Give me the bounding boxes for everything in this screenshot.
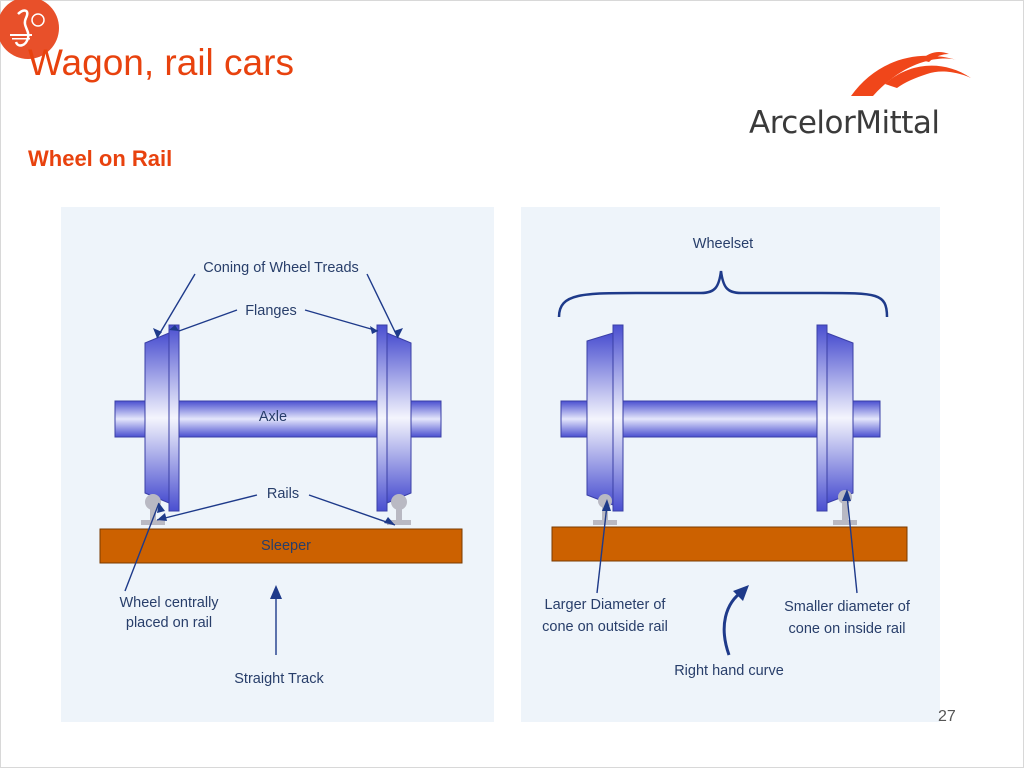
label-axle: Axle	[259, 409, 287, 425]
straight-track-diagram: Coning of Wheel Treads Flanges Axle Rail…	[61, 207, 494, 722]
slide-subtitle: Wheel on Rail	[28, 146, 173, 171]
label-larger-1: Larger Diameter of	[545, 597, 667, 613]
curve-track-diagram: Wheelset Larger Diameter of cone on outs…	[521, 207, 940, 722]
label-coning: Coning of Wheel Treads	[203, 260, 359, 276]
left-wheel-flange	[612, 324, 624, 512]
logo-text: ArcelorMittal	[749, 105, 940, 141]
label-wheelset: Wheelset	[693, 236, 753, 252]
sleeper	[99, 528, 463, 564]
left-wheel-flange	[168, 324, 180, 512]
straight-track-svg: Coning of Wheel Treads Flanges Axle Rail…	[99, 260, 463, 687]
label-wheel-centrally-2: placed on rail	[126, 615, 212, 631]
label-straight-track: Straight Track	[234, 671, 324, 687]
company-logo: ArcelorMittal	[745, 40, 980, 150]
arcelormittal-swoosh-icon	[851, 52, 971, 96]
left-wheel-tread	[586, 332, 614, 506]
label-right-hand-curve: Right hand curve	[674, 663, 784, 679]
left-rail	[141, 494, 165, 525]
right-wheel-tread	[826, 332, 854, 504]
label-rails: Rails	[267, 486, 299, 502]
slide-title: Wagon, rail cars	[28, 42, 294, 83]
wheelset-brace	[557, 270, 889, 318]
page-number: 27	[938, 708, 956, 725]
badge-logo	[0, 0, 59, 59]
left-wheel-tread	[144, 332, 170, 504]
curve-arrow	[722, 589, 744, 656]
label-flanges: Flanges	[245, 303, 297, 319]
label-smaller-2: cone on inside rail	[789, 621, 906, 637]
right-rail	[387, 494, 411, 525]
right-wheel-tread	[386, 332, 412, 504]
label-smaller-1: Smaller diameter of	[784, 599, 911, 615]
curve-track-svg: Wheelset Larger Diameter of cone on outs…	[542, 236, 911, 679]
label-wheel-centrally-1: Wheel centrally	[119, 595, 219, 611]
sleeper	[551, 526, 908, 562]
right-wheel-flange	[376, 324, 388, 512]
right-wheel-flange	[816, 324, 828, 512]
curve-arrow-head	[733, 585, 749, 601]
label-larger-2: cone on outside rail	[542, 619, 668, 635]
label-sleeper: Sleeper	[261, 538, 311, 554]
